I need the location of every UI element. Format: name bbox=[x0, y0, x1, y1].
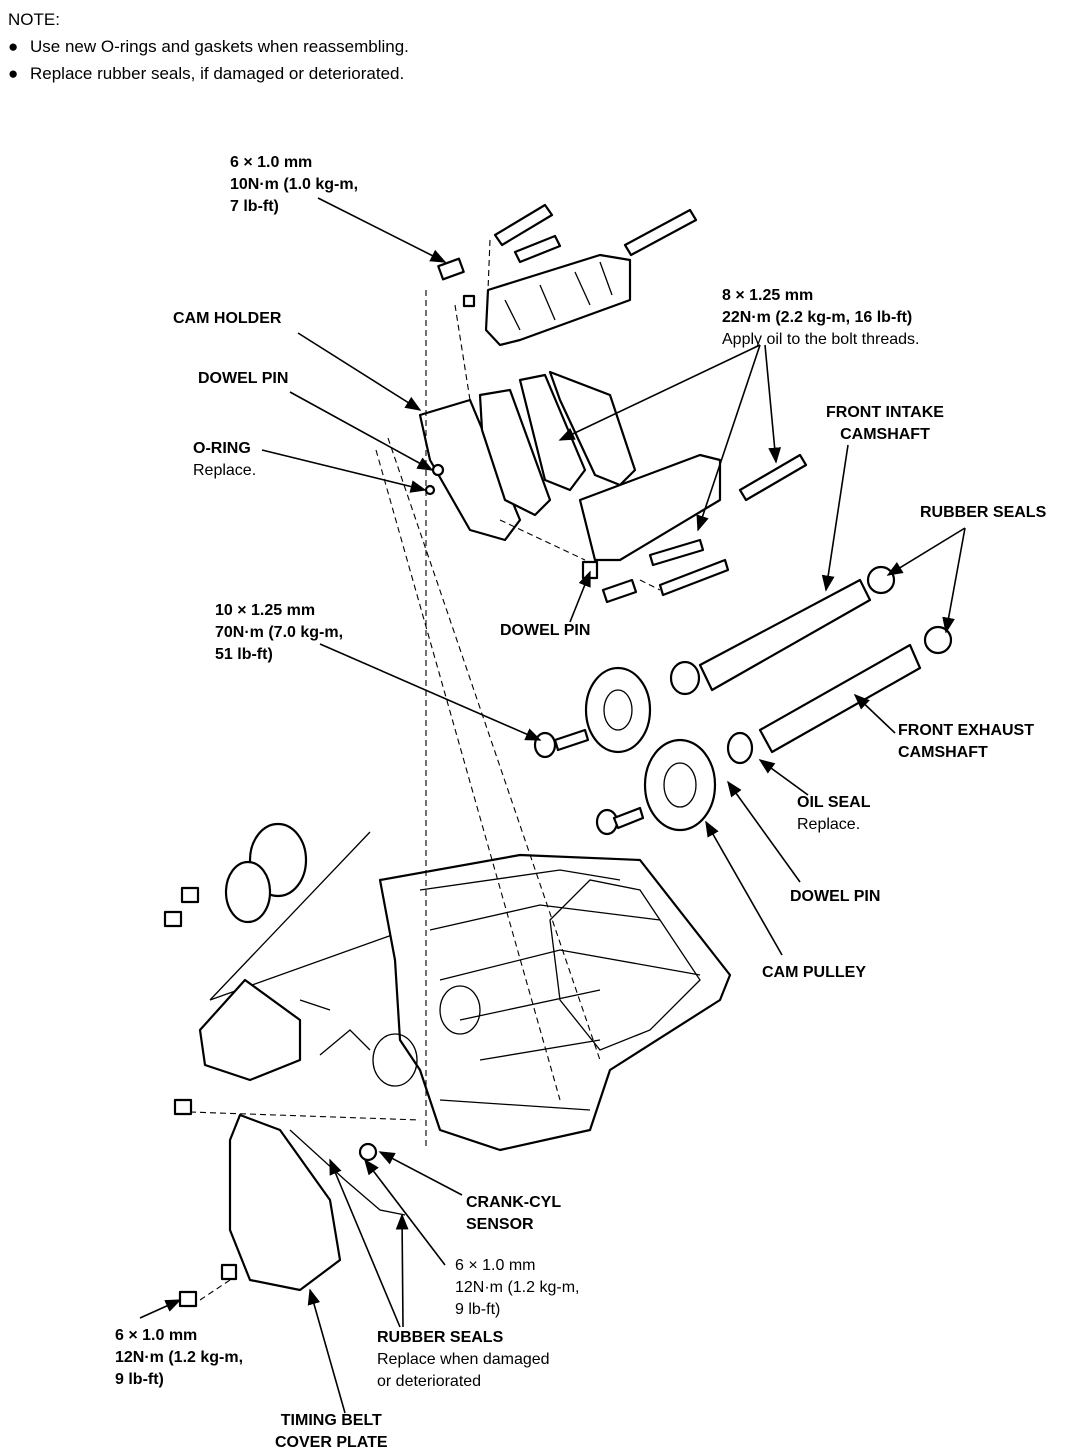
cam-holders bbox=[418, 370, 722, 580]
label-bolt-holder: 8 × 1.25 mm 22N·m (2.2 kg-m, 16 lb-ft) A… bbox=[722, 287, 920, 348]
label-cam-holder: CAM HOLDER bbox=[173, 310, 282, 327]
label-dowel-pin-2: DOWEL PIN bbox=[500, 622, 591, 639]
note-block: NOTE: ●Use new O-rings and gaskets when … bbox=[8, 6, 409, 87]
label-bolt-sensor: 6 × 1.0 mm 12N·m (1.2 kg-m, 9 lb-ft) bbox=[455, 1257, 580, 1318]
left-pulleys bbox=[163, 822, 421, 1001]
bullet-icon: ● bbox=[8, 64, 19, 83]
top-bolts bbox=[437, 203, 698, 308]
label-crank-cyl-sensor: CRANK-CYL SENSOR bbox=[466, 1194, 562, 1233]
label-front-exhaust-camshaft: FRONT EXHAUST CAMSHAFT bbox=[898, 722, 1034, 761]
label-cam-pulley: CAM PULLEY bbox=[762, 964, 866, 981]
label-dowel-pin-1: DOWEL PIN bbox=[198, 370, 289, 387]
alignment-lines bbox=[189, 239, 661, 1301]
label-dowel-pin-3: DOWEL PIN bbox=[790, 888, 881, 905]
bullet-icon: ● bbox=[8, 37, 19, 56]
label-front-intake-camshaft: FRONT INTAKE CAMSHAFT bbox=[826, 404, 944, 443]
label-o-ring: O-RING Replace. bbox=[193, 440, 257, 479]
rear-cam-holder bbox=[484, 253, 632, 347]
label-bolt-cover: 6 × 1.0 mm 12N·m (1.2 kg-m, 9 lb-ft) bbox=[115, 1327, 244, 1388]
label-oil-seal: OIL SEAL Replace. bbox=[797, 794, 871, 833]
note-title: NOTE: bbox=[8, 10, 60, 29]
cam-pulleys bbox=[533, 666, 717, 836]
leader-lines bbox=[139, 197, 966, 1414]
note-item-1: ●Use new O-rings and gaskets when reasse… bbox=[8, 33, 409, 60]
camshafts bbox=[669, 565, 953, 765]
label-bolt-top: 6 × 1.0 mm 10N·m (1.0 kg-m, 7 lb-ft) bbox=[230, 154, 359, 215]
engine-block bbox=[372, 853, 732, 1152]
label-rubber-seals-top: RUBBER SEALS bbox=[920, 504, 1047, 521]
label-rubber-seals-bottom: RUBBER SEALS Replace when damaged or det… bbox=[377, 1329, 550, 1390]
label-bolt-pulley: 10 × 1.25 mm 70N·m (7.0 kg-m, 51 lb-ft) bbox=[215, 602, 344, 663]
holder-bolts bbox=[601, 453, 808, 604]
note-item-2: ●Replace rubber seals, if damaged or det… bbox=[8, 60, 409, 87]
label-timing-belt-cover-plate: TIMING BELT COVER PLATE bbox=[275, 1412, 388, 1451]
